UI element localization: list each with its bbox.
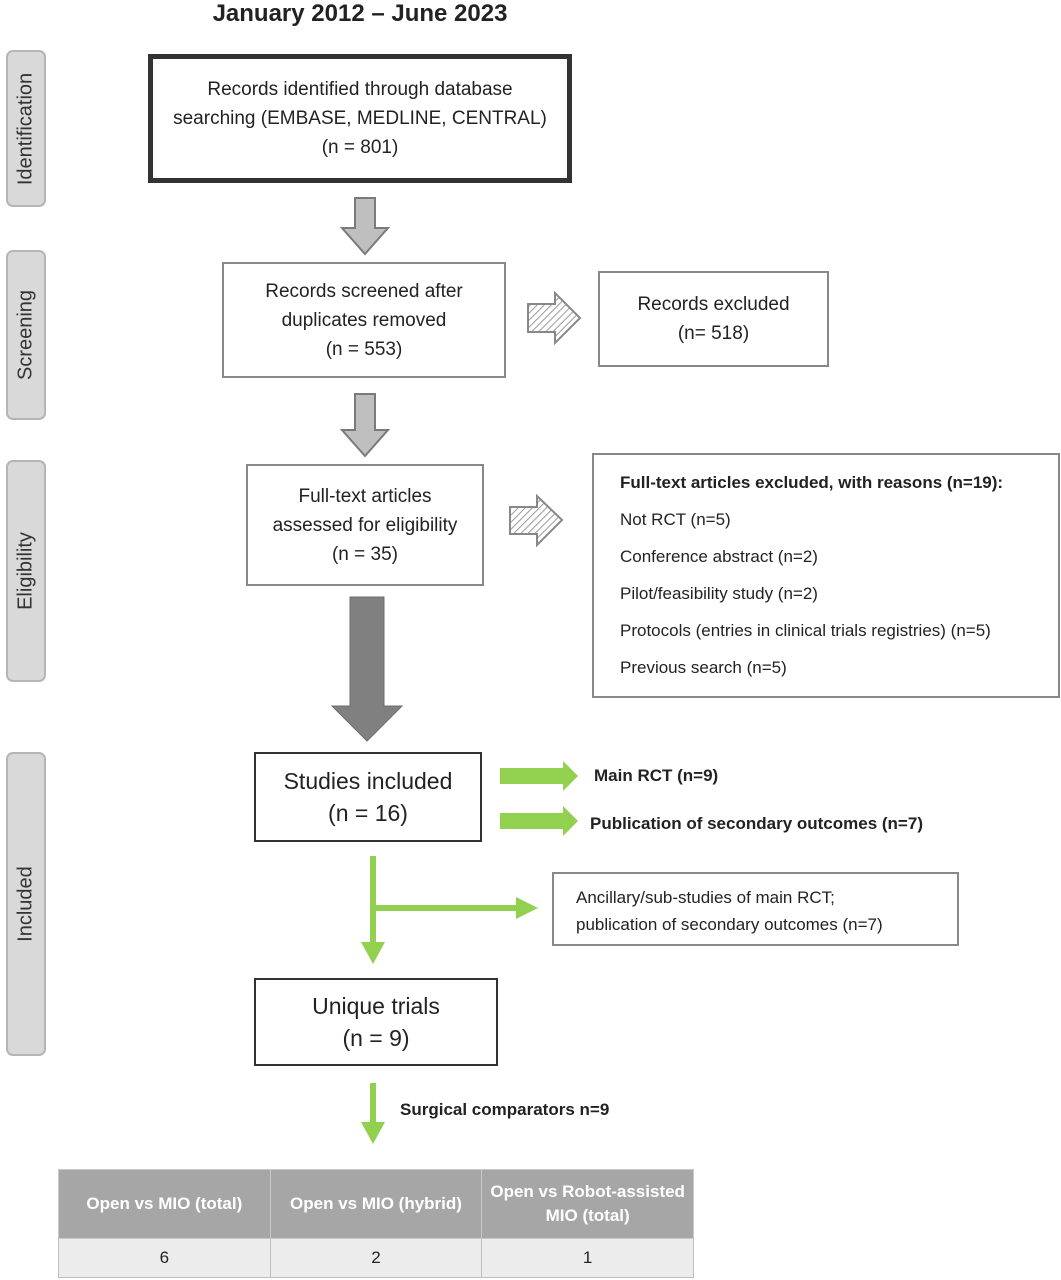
table-header: Open vs MIO (hybrid): [269, 1169, 483, 1239]
box-line: assessed for eligibility: [272, 514, 458, 536]
reason-item: Protocols (entries in clinical trials re…: [620, 621, 991, 640]
main-rct-label: Main RCT (n=9): [594, 766, 719, 785]
table-cell: 2: [269, 1238, 483, 1278]
reason-item: Pilot/feasibility study (n=2): [620, 584, 818, 603]
green-arrow-ancillary: [516, 897, 538, 919]
reason-item: Conference abstract (n=2): [620, 547, 818, 566]
records-excluded-box: Records excluded (n= 518): [598, 271, 829, 367]
reason-item: Previous search (n=5): [620, 658, 787, 677]
box-count: (n = 16): [328, 800, 408, 826]
table-header-row: Open vs MIO (total) Open vs MIO (hybrid)…: [58, 1169, 694, 1239]
table-row: 6 2 1: [58, 1238, 694, 1278]
box-line: Records identified through database: [207, 79, 513, 100]
box-line: Unique trials: [312, 993, 440, 1019]
table-cell: 1: [481, 1238, 694, 1278]
box-line: duplicates removed: [281, 309, 447, 331]
secondary-outcomes-label: Publication of secondary outcomes (n=7): [590, 814, 923, 833]
box-count: (n = 553): [325, 338, 403, 360]
right-arrow-excluded: [527, 290, 582, 346]
diagram-title: January 2012 – June 2023: [212, 0, 508, 27]
right-arrow-reasons: [509, 493, 564, 548]
comparators-table: Open vs MIO (total) Open vs MIO (hybrid)…: [58, 1169, 694, 1278]
stage-identification: Identification: [6, 50, 46, 207]
green-arrow-down-2: [361, 1122, 385, 1144]
comparators-label: Surgical comparators n=9: [400, 1100, 610, 1119]
screened-box: Records screened after duplicates remove…: [222, 262, 506, 378]
ancillary-box: Ancillary/sub-studies of main RCT; publi…: [552, 872, 959, 946]
box-line: Full-text articles: [298, 485, 432, 507]
box-line: Records excluded: [637, 294, 790, 315]
down-arrow-1: [339, 197, 391, 256]
table-header: Open vs MIO (total): [58, 1169, 271, 1239]
box-line: Studies included: [283, 768, 453, 794]
box-count: (n = 35): [331, 543, 398, 565]
box-line: searching (EMBASE, MEDLINE, CENTRAL): [173, 108, 547, 129]
fulltext-box: Full-text articles assessed for eligibil…: [246, 464, 484, 586]
table-header: Open vs Robot-assisted MIO (total): [481, 1169, 694, 1239]
stage-eligibility: Eligibility: [6, 460, 46, 682]
box-count: (n = 801): [321, 137, 399, 158]
green-arrow-down-1: [361, 942, 385, 964]
studies-included-box: Studies included (n = 16): [254, 752, 482, 842]
exclusion-reasons-box: Full-text articles excluded, with reason…: [592, 453, 1060, 698]
stage-included: Included: [6, 752, 46, 1056]
down-arrow-3: [330, 596, 404, 742]
reason-item: Not RCT (n=5): [620, 510, 731, 529]
box-count: (n= 518): [677, 323, 750, 344]
box-count: (n = 9): [342, 1025, 410, 1051]
green-arrow-secondary: [500, 806, 578, 836]
box-line: Ancillary/sub-studies of main RCT;: [576, 888, 835, 907]
stage-screening: Screening: [6, 250, 46, 420]
box-line: Records screened after: [265, 280, 463, 302]
reasons-heading: Full-text articles excluded, with reason…: [620, 473, 1004, 492]
green-arrow-main-rct: [500, 761, 578, 791]
table-cell: 6: [58, 1238, 271, 1278]
box-line: publication of secondary outcomes (n=7): [576, 915, 883, 934]
unique-trials-box: Unique trials (n = 9): [254, 978, 498, 1066]
identified-box: Records identified through database sear…: [148, 54, 572, 183]
down-arrow-2: [339, 393, 391, 458]
